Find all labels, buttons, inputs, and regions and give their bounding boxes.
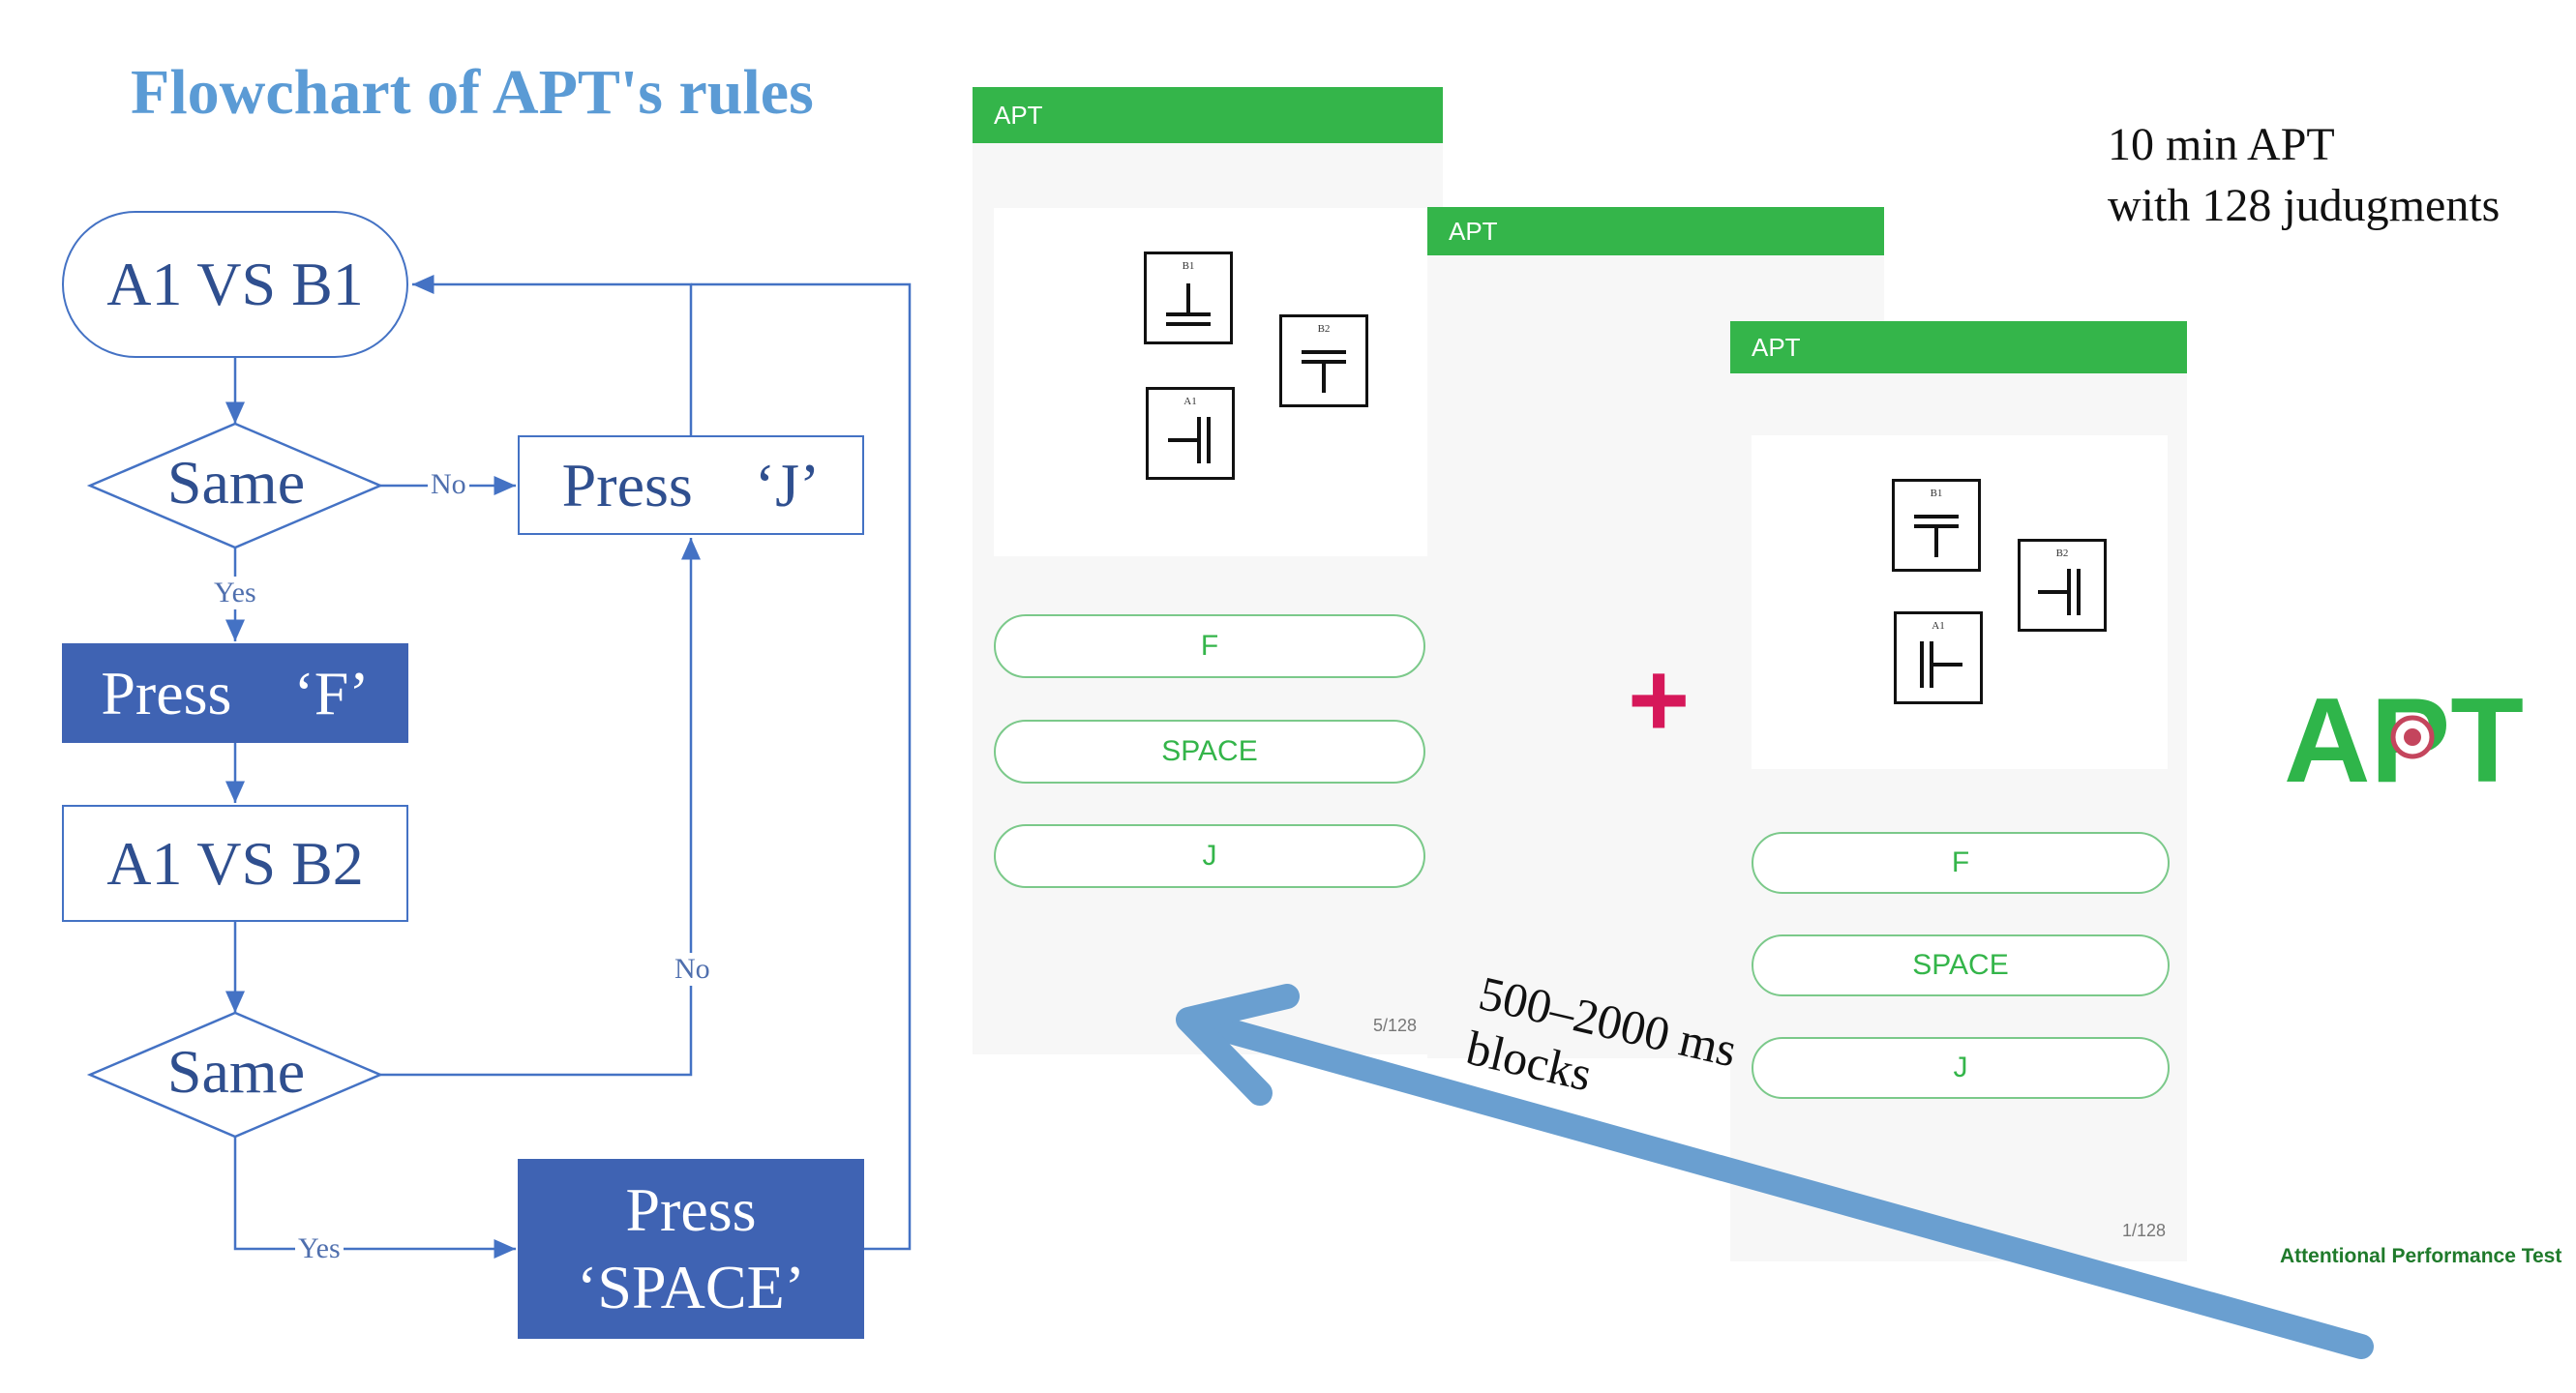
stimulus-label: B1 <box>1930 488 1943 499</box>
edge-label-no-1: No <box>428 468 469 501</box>
left-t-symbol-icon <box>1168 417 1211 463</box>
decision-diamond-2 <box>86 1011 384 1139</box>
edge-decision2-yes <box>233 1137 516 1259</box>
apt-logo-icon: APT <box>2284 674 2524 803</box>
left-t-symbol-icon <box>2038 569 2081 615</box>
app-bar-title: APT <box>1730 321 2187 373</box>
stimulus-b1: B1 <box>1892 479 1981 572</box>
logo-caption: Attentional Performance Test <box>2280 1245 2562 1267</box>
app-screen-3: APT B1 B2 A1 F SPACE J 1/128 <box>1730 321 2187 1261</box>
stimulus-label: B1 <box>1182 260 1195 272</box>
decision-1-label: Same <box>166 448 306 517</box>
edge-pressj-to-start <box>412 275 693 435</box>
compare-a1-b2-node: A1 VS B2 <box>62 805 408 922</box>
stimulus-label: A1 <box>1932 620 1945 632</box>
session-note-line1: 10 min APT <box>2108 119 2335 170</box>
press-space-node: Press ‘SPACE’ <box>518 1159 864 1339</box>
app-bar-title: APT <box>1427 207 1884 255</box>
j-button[interactable]: J <box>994 824 1425 888</box>
press-f-node: Press ‘F’ <box>62 643 408 743</box>
stimulus-label: B2 <box>2055 548 2069 559</box>
f-button[interactable]: F <box>1752 832 2170 894</box>
press-space-line1: Press <box>625 1175 757 1244</box>
stimulus-b1: B1 <box>1144 252 1233 344</box>
right-t-symbol-icon <box>1920 641 1962 688</box>
stimulus-card: B1 B2 A1 <box>994 208 1429 556</box>
stimulus-a1: A1 <box>1146 387 1235 480</box>
edge-label-no-2: No <box>672 953 713 986</box>
edge-label-yes-2: Yes <box>295 1232 344 1265</box>
space-button[interactable]: SPACE <box>1752 934 2170 996</box>
session-note: 10 min APT with 128 judugments <box>2108 114 2500 237</box>
double-t-symbol-icon <box>1302 350 1346 393</box>
app-bar-title: APT <box>973 87 1443 143</box>
stimulus-a1: A1 <box>1894 611 1983 704</box>
press-j-node: Press ‘J’ <box>518 435 864 535</box>
stimulus-label: B2 <box>1317 323 1331 335</box>
f-button[interactable]: F <box>994 614 1425 678</box>
stimulus-card: B1 B2 A1 <box>1752 435 2168 769</box>
decision-diamond-1 <box>86 422 384 549</box>
flowchart-connectors <box>86 275 912 1259</box>
flowchart-title: Flowchart of APT's rules <box>131 57 814 128</box>
stimulus-label: A1 <box>1183 396 1197 407</box>
edge-decision2-no <box>380 538 701 1077</box>
trial-counter: 1/128 <box>2122 1221 2167 1240</box>
perp-symbol-icon <box>1166 283 1211 326</box>
stimulus-b2: B2 <box>1279 314 1368 407</box>
space-button[interactable]: SPACE <box>994 720 1425 784</box>
app-screen-1: APT B1 B2 A1 F SPACE J 5/128 <box>973 87 1443 1054</box>
session-note-line2: with 128 judugments <box>2108 180 2501 232</box>
j-button[interactable]: J <box>1752 1037 2170 1099</box>
double-t-symbol-icon <box>1914 515 1959 557</box>
edge-label-yes-1: Yes <box>211 577 259 609</box>
press-space-line2: ‘SPACE’ <box>577 1253 805 1321</box>
decision-2-label: Same <box>166 1037 306 1106</box>
trial-counter: 5/128 <box>1373 1016 1418 1035</box>
edge-pressspace-to-start <box>691 282 912 1251</box>
start-node: A1 VS B1 <box>62 211 408 358</box>
stimulus-b2: B2 <box>2018 539 2107 632</box>
fixation-cross: + <box>1628 640 1691 759</box>
